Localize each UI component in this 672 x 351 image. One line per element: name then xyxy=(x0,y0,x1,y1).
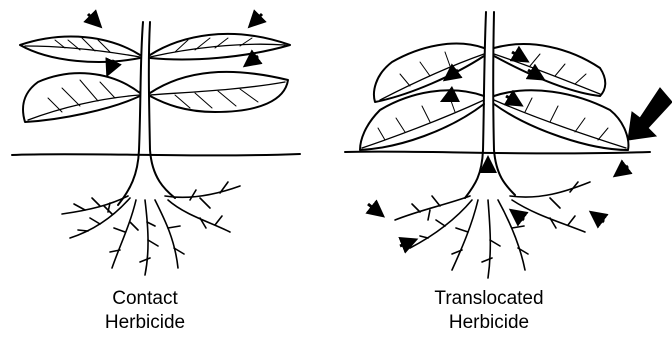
arrow-icon xyxy=(88,14,96,22)
translocated-plant xyxy=(345,12,650,278)
arrow-icon xyxy=(506,96,516,102)
caption-translocated-line1: Translocated xyxy=(389,287,589,311)
leaf-upper-left-tr xyxy=(374,44,484,102)
contact-plant xyxy=(12,22,300,275)
caption-contact-line1: Contact xyxy=(45,287,245,311)
arrow-icon xyxy=(448,94,456,98)
leaf-upper-right xyxy=(150,34,290,60)
caption-translocated: Translocated Herbicide xyxy=(389,287,589,335)
arrow-icon xyxy=(516,214,524,220)
arrow-icon xyxy=(254,14,262,22)
caption-translocated-line2: Herbicide xyxy=(389,311,589,335)
arrow-icon xyxy=(620,166,628,172)
large-arrow-icon xyxy=(628,88,672,140)
arrow-icon xyxy=(596,216,604,222)
ground-line-left xyxy=(12,154,300,155)
ground-line-right xyxy=(345,152,650,154)
arrow-icon xyxy=(512,52,522,58)
arrow-icon xyxy=(400,242,410,246)
arrow-icon xyxy=(450,70,458,76)
arrow-icon xyxy=(368,204,378,212)
translocated-arrows xyxy=(368,52,628,246)
caption-contact-line2: Herbicide xyxy=(45,311,245,335)
contact-arrows xyxy=(88,14,262,69)
roots-right xyxy=(395,182,590,278)
leaf-lower-left xyxy=(23,73,140,122)
caption-contact: Contact Herbicide xyxy=(45,287,245,335)
leaf-lower-left-tr xyxy=(360,90,484,150)
leaf-upper-right-tr xyxy=(494,44,605,96)
arrow-icon xyxy=(250,56,258,62)
roots-left xyxy=(62,182,240,275)
